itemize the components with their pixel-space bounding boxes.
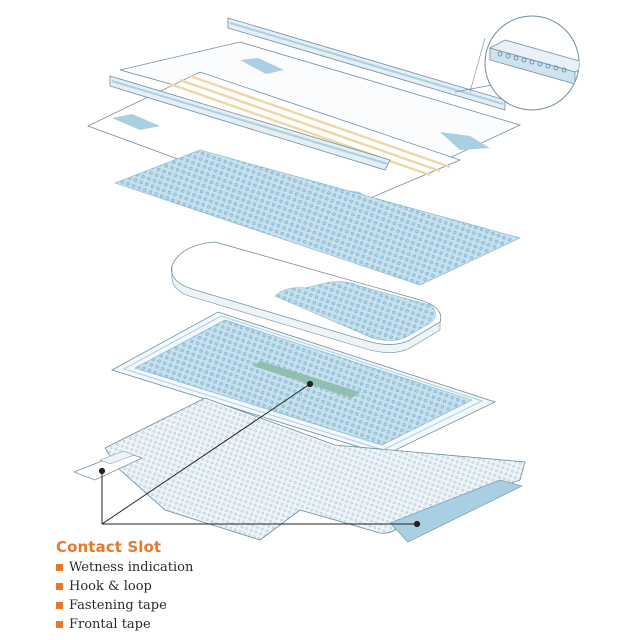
leg-cuff-bar-bottom [109,75,391,171]
bullet-square-icon [56,621,63,628]
legend-list: Wetness indication Hook & loop Fastening… [56,558,296,634]
bullet-square-icon [56,602,63,609]
bullet-square-icon [56,564,63,571]
back-sheet-layer [73,397,526,543]
core-wrap-layer [110,311,497,456]
wetness-indicator-strip [253,361,360,398]
bullet-square-icon [56,583,63,590]
callout-dot-wetness [306,380,314,388]
legend-item-wetness: Wetness indication [56,558,296,577]
legend-item-fastening-tape: Fastening tape [56,596,296,615]
callout-dot-frontal [413,520,421,528]
zoom-callout [454,15,580,111]
absorbent-core [171,241,442,353]
legend-item-frontal-tape: Frontal tape [56,615,296,634]
leg-cuff-bar-top [227,17,506,111]
acquisition-mesh-layer [114,149,521,286]
leader-lines [98,380,421,528]
legend-item-hook-loop: Hook & loop [56,577,296,596]
legend: Contact Slot Wetness indication Hook & l… [56,538,296,634]
frontal-tape [389,479,523,543]
legend-title: Contact Slot [56,538,162,556]
callout-dot-fastening [98,467,106,475]
